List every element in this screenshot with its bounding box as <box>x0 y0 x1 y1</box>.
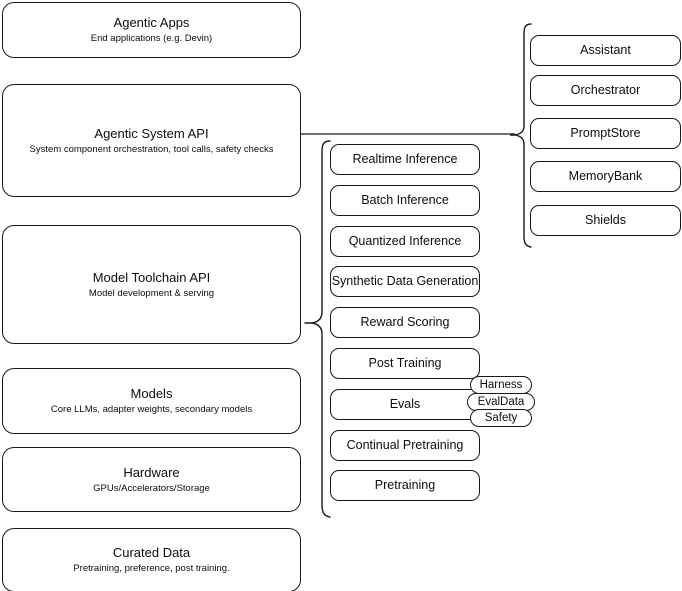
stack-layer-title: Hardware <box>123 464 180 480</box>
pill-label: Shields <box>585 213 626 227</box>
stack-layer-agentic-system-api[interactable]: Agentic System API System component orch… <box>2 84 301 197</box>
pill-label: MemoryBank <box>568 169 643 183</box>
stack-layer-model-toolchain-api[interactable]: Model Toolchain API Model development & … <box>2 225 301 344</box>
toolchain-pill-realtime-inference[interactable]: Realtime Inference <box>330 144 480 175</box>
pill-label: Assistant <box>580 43 631 57</box>
pill-label: Quantized Inference <box>348 234 462 248</box>
eval-tag-safety[interactable]: Safety <box>470 409 532 427</box>
pill-label: Continual Pretraining <box>346 438 464 452</box>
toolchain-pill-continual-pretraining[interactable]: Continual Pretraining <box>330 430 480 461</box>
pill-label: PromptStore <box>570 126 641 140</box>
stack-layer-hardware[interactable]: Hardware GPUs/Accelerators/Storage <box>2 447 301 512</box>
system-pill-orchestrator[interactable]: Orchestrator <box>530 75 681 106</box>
brace-toolchain <box>303 138 333 520</box>
stack-layer-subtitle: Pretraining, preference, post training. <box>73 563 230 574</box>
system-pill-assistant[interactable]: Assistant <box>530 35 681 66</box>
system-pill-promptstore[interactable]: PromptStore <box>530 118 681 149</box>
toolchain-pill-reward-scoring[interactable]: Reward Scoring <box>330 307 480 338</box>
toolchain-pill-quantized-inference[interactable]: Quantized Inference <box>330 226 480 257</box>
toolchain-pill-batch-inference[interactable]: Batch Inference <box>330 185 480 216</box>
toolchain-pill-synthetic-data-generation[interactable]: Synthetic Data Generation <box>330 266 480 297</box>
stack-layer-curated-data[interactable]: Curated Data Pretraining, preference, po… <box>2 528 301 591</box>
pill-label: Post Training <box>368 356 442 370</box>
pill-label: Reward Scoring <box>360 315 450 329</box>
pill-label: Batch Inference <box>361 193 449 207</box>
eval-tag-harness[interactable]: Harness <box>470 376 532 394</box>
pill-label: Realtime Inference <box>352 152 458 166</box>
pill-label: Orchestrator <box>570 83 641 97</box>
stack-layer-title: Agentic System API <box>94 125 209 141</box>
eval-tag-label: Safety <box>484 412 518 424</box>
stack-layer-title: Models <box>130 386 173 401</box>
eval-tag-label: Harness <box>479 379 523 391</box>
system-pill-shields[interactable]: Shields <box>530 205 681 236</box>
stack-layer-title: Model Toolchain API <box>92 269 211 285</box>
stack-layer-models[interactable]: Models Core LLMs, adapter weights, secon… <box>2 368 301 434</box>
system-pill-memorybank[interactable]: MemoryBank <box>530 161 681 192</box>
toolchain-pill-pretraining[interactable]: Pretraining <box>330 470 480 501</box>
stack-layer-agentic-apps[interactable]: Agentic Apps End applications (e.g. Devi… <box>2 2 301 58</box>
stack-layer-title: Curated Data <box>112 545 191 560</box>
stack-layer-title: Agentic Apps <box>113 15 190 30</box>
pill-label: Evals <box>389 397 421 411</box>
stack-layer-subtitle: System component orchestration, tool cal… <box>29 143 274 155</box>
stack-layer-subtitle: GPUs/Accelerators/Storage <box>93 482 210 494</box>
eval-tag-label: EvalData <box>477 396 525 408</box>
toolchain-pill-post-training[interactable]: Post Training <box>330 348 480 379</box>
stack-layer-subtitle: Core LLMs, adapter weights, secondary mo… <box>50 404 253 415</box>
toolchain-pill-evals[interactable]: Evals <box>330 389 480 420</box>
stack-layer-subtitle: Model development & serving <box>88 287 215 299</box>
pill-label: Synthetic Data Generation <box>331 274 479 288</box>
pill-label: Pretraining <box>374 478 436 492</box>
connector-line-system-api <box>301 126 515 142</box>
stack-layer-subtitle: End applications (e.g. Devin) <box>90 33 213 44</box>
